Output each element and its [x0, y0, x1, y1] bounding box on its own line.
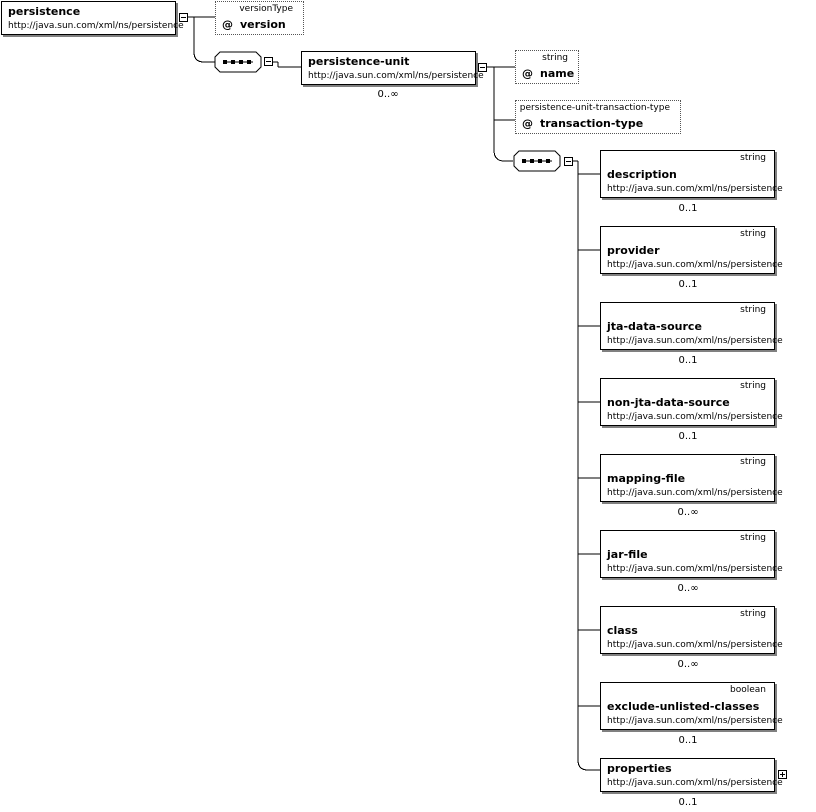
element-name: properties: [607, 762, 672, 775]
sequence-compositor-icon[interactable]: [513, 150, 561, 172]
element-name: persistence: [8, 5, 81, 18]
cardinality: 0..1: [678, 431, 698, 442]
child-element-jar-file[interactable]: string jar-file http://java.sun.com/xml/…: [600, 530, 783, 578]
element-namespace: http://java.sun.com/xml/ns/persistence: [607, 778, 783, 788]
element-name: jta-data-source: [607, 320, 702, 333]
element-namespace: http://java.sun.com/xml/ns/persistence: [607, 260, 783, 270]
attribute-at-symbol: @: [222, 18, 233, 31]
cardinality: 0..∞: [377, 89, 399, 100]
element-namespace: http://java.sun.com/xml/ns/persistence: [607, 184, 783, 194]
element-type: boolean: [730, 685, 766, 695]
cardinality: 0..1: [678, 279, 698, 290]
attribute-at-symbol: @: [522, 67, 533, 80]
element-name: non-jta-data-source: [607, 396, 730, 409]
child-element-properties[interactable]: properties http://java.sun.com/xml/ns/pe…: [600, 758, 783, 792]
expand-toggle[interactable]: [778, 770, 787, 779]
element-namespace: http://java.sun.com/xml/ns/persistence: [607, 412, 783, 422]
element-name: persistence-unit: [308, 55, 410, 68]
attribute-type: string: [542, 53, 568, 63]
element-namespace: http://java.sun.com/xml/ns/persistence: [607, 488, 783, 498]
cardinality: 0..∞: [677, 659, 699, 670]
element-namespace: http://java.sun.com/xml/ns/persistence: [607, 564, 783, 574]
cardinality: 0..1: [678, 735, 698, 746]
element-name: class: [607, 624, 638, 637]
child-element-provider[interactable]: string provider http://java.sun.com/xml/…: [600, 226, 783, 274]
child-element-non-jta-data-source[interactable]: string non-jta-data-source http://java.s…: [600, 378, 783, 426]
element-namespace: http://java.sun.com/xml/ns/persistence: [308, 71, 484, 81]
element-name: mapping-file: [607, 472, 686, 485]
attribute-at-symbol: @: [522, 117, 533, 130]
element-namespace: http://java.sun.com/xml/ns/persistence: [607, 716, 783, 726]
element-type: string: [740, 153, 766, 163]
root-element-persistence[interactable]: persistence http://java.sun.com/xml/ns/p…: [1, 1, 184, 35]
cardinality: 0..∞: [677, 507, 699, 518]
child-element-exclude-unlisted-classes[interactable]: boolean exclude-unlisted-classes http://…: [600, 682, 783, 730]
cardinality: 0..1: [678, 797, 698, 808]
attribute-type: versionType: [239, 4, 293, 14]
element-namespace: http://java.sun.com/xml/ns/persistence: [8, 21, 184, 31]
cardinality: 0..1: [678, 203, 698, 214]
collapse-toggle[interactable]: [264, 57, 273, 66]
element-name: provider: [607, 244, 660, 257]
attribute-transaction-type[interactable]: persistence-unit-transaction-type @ tran…: [515, 100, 681, 134]
child-element-jta-data-source[interactable]: string jta-data-source http://java.sun.c…: [600, 302, 783, 350]
element-name: jar-file: [607, 548, 648, 561]
attribute-name-label: transaction-type: [540, 117, 644, 130]
sequence-compositor-icon[interactable]: [214, 51, 262, 73]
element-name: description: [607, 168, 677, 181]
child-element-mapping-file[interactable]: string mapping-file http://java.sun.com/…: [600, 454, 783, 502]
attribute-name: version: [240, 18, 286, 31]
element-type: string: [740, 305, 766, 315]
collapse-toggle[interactable]: [478, 63, 487, 72]
attribute-name[interactable]: string @ name: [515, 50, 579, 84]
attribute-version[interactable]: versionType @ version: [215, 1, 304, 35]
attribute-name-label: name: [540, 67, 575, 80]
element-namespace: http://java.sun.com/xml/ns/persistence: [607, 640, 783, 650]
child-element-class[interactable]: string class http://java.sun.com/xml/ns/…: [600, 606, 783, 654]
child-element-description[interactable]: string description http://java.sun.com/x…: [600, 150, 783, 198]
element-type: string: [740, 457, 766, 467]
element-name: exclude-unlisted-classes: [607, 700, 760, 713]
element-namespace: http://java.sun.com/xml/ns/persistence: [607, 336, 783, 346]
cardinality: 0..1: [678, 355, 698, 366]
cardinality: 0..∞: [677, 583, 699, 594]
element-type: string: [740, 533, 766, 543]
element-persistence-unit[interactable]: persistence-unit http://java.sun.com/xml…: [301, 51, 484, 85]
element-type: string: [740, 381, 766, 391]
collapse-toggle[interactable]: [564, 157, 573, 166]
collapse-toggle[interactable]: [179, 13, 188, 22]
element-type: string: [740, 609, 766, 619]
element-type: string: [740, 229, 766, 239]
attribute-type: persistence-unit-transaction-type: [519, 103, 670, 113]
